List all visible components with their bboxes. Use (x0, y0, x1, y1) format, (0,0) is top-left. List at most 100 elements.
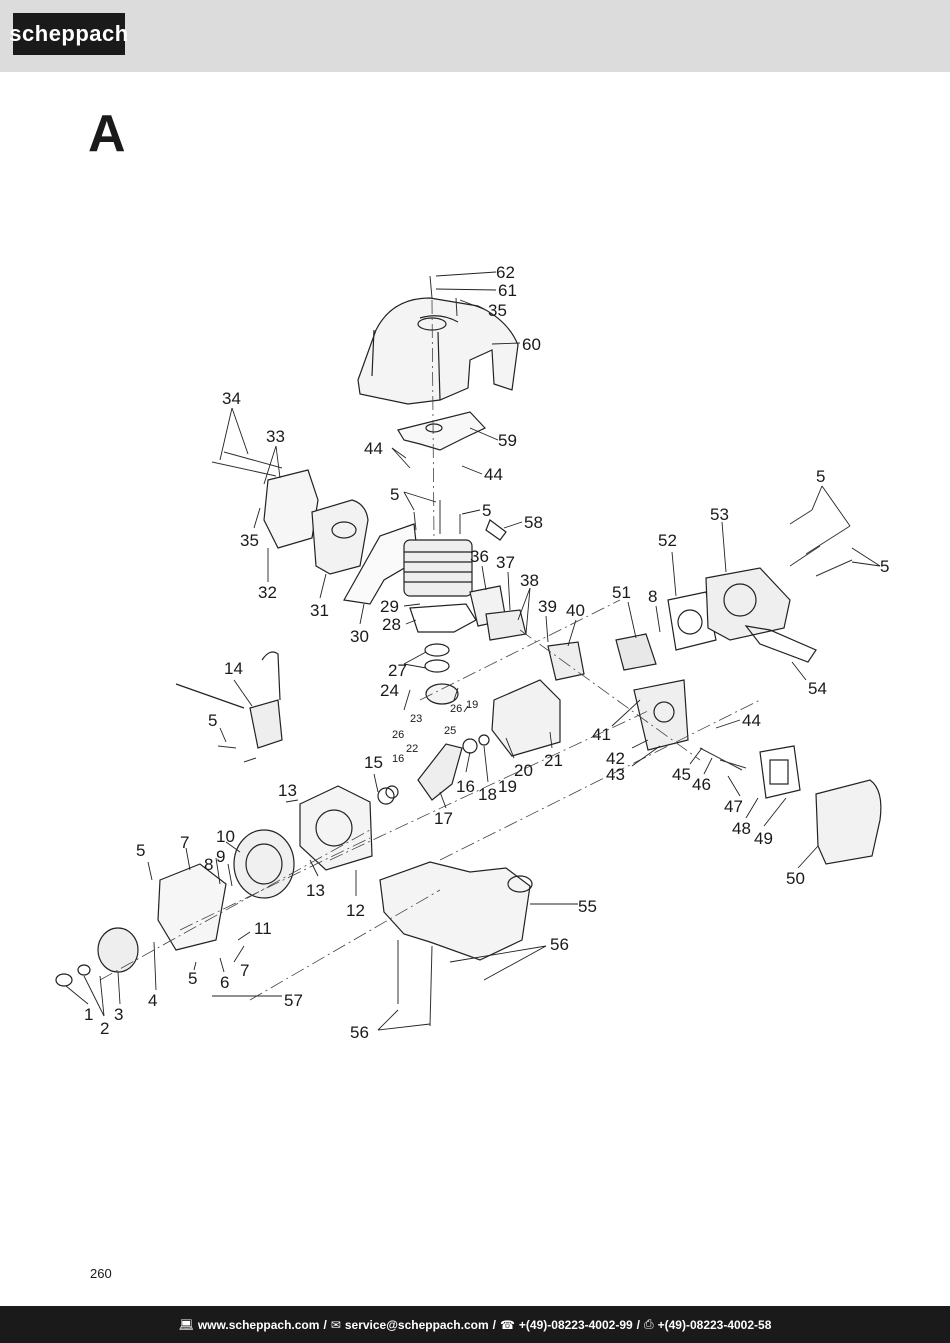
callout-5: 5 (208, 711, 217, 730)
callout-3: 3 (114, 1005, 123, 1024)
callout-9: 9 (216, 847, 225, 866)
callout-15: 15 (364, 753, 383, 772)
fax-icon: ⎙ (644, 1317, 654, 1331)
callout-7: 7 (180, 833, 189, 852)
page-number: 260 (90, 1266, 112, 1281)
callout-1: 1 (84, 1005, 93, 1024)
callout-48: 48 (732, 819, 751, 838)
callout-5: 5 (390, 485, 399, 504)
callout-11: 11 (254, 919, 272, 938)
callout-13: 13 (306, 881, 325, 900)
callout-39: 39 (538, 597, 557, 616)
callout-12: 12 (346, 901, 365, 920)
header-band (0, 0, 950, 72)
diagram-drawing (55, 297, 882, 987)
callout-56: 56 (550, 935, 569, 954)
footer-website-link[interactable]: www.scheppach.com (197, 1317, 320, 1332)
callout-60: 60 (522, 335, 541, 354)
callout-57: 57 (284, 991, 303, 1010)
callout-53: 53 (710, 505, 729, 524)
callout-58: 58 (524, 513, 543, 532)
footer-separator: / (636, 1317, 641, 1332)
callout-8: 8 (204, 855, 213, 874)
callout-4: 4 (148, 991, 157, 1010)
callout-16: 16 (392, 753, 404, 765)
callout-42: 42 (606, 749, 625, 768)
callout-16: 16 (456, 777, 475, 796)
callout-29: 29 (380, 597, 399, 616)
footer-phone: +(49)-08223-4002-99 (518, 1317, 633, 1332)
callout-47: 47 (724, 797, 743, 816)
assembly-axes (99, 299, 761, 1001)
callout-18: 18 (478, 785, 497, 804)
callout-5: 5 (816, 467, 825, 486)
callout-26: 26 (392, 729, 404, 741)
callout-5: 5 (880, 557, 889, 576)
callout-44: 44 (484, 465, 503, 484)
envelope-icon: ✉︎ (330, 1317, 341, 1332)
callout-54: 54 (808, 679, 827, 698)
callout-26: 26 (450, 703, 462, 715)
callout-44: 44 (364, 439, 383, 458)
callout-19: 19 (466, 699, 478, 711)
callout-35: 35 (240, 531, 259, 550)
callout-31: 31 (310, 601, 329, 620)
callout-41: 41 (592, 725, 611, 744)
callout-46: 46 (692, 775, 711, 794)
footer-fax: +(49)-08223-4002-58 (657, 1317, 772, 1332)
brand-logo: scheppach (9, 13, 128, 55)
fastener-lines (211, 275, 853, 1027)
leader-lines (65, 271, 881, 1031)
callout-38: 38 (520, 571, 539, 590)
callout-25: 25 (444, 725, 456, 737)
callout-37: 37 (496, 553, 515, 572)
callout-62: 62 (496, 263, 515, 282)
callout-59: 59 (498, 431, 517, 450)
callout-44: 44 (742, 711, 761, 730)
callout-56: 56 (350, 1023, 369, 1042)
footer-bar: 💻︎ www.scheppach.com / ✉︎ service@schepp… (0, 1306, 950, 1343)
callout-23: 23 (410, 713, 422, 725)
section-letter: A (88, 105, 126, 163)
phone-icon: ☎︎ (499, 1317, 515, 1332)
callout-28: 28 (382, 615, 401, 634)
callout-34: 34 (222, 389, 241, 408)
callout-13: 13 (278, 781, 297, 800)
callout-24: 24 (380, 681, 399, 700)
footer-separator: / (492, 1317, 496, 1332)
callout-45: 45 (672, 765, 691, 784)
callout-numbers: 62 61 35 60 59 44 44 34 33 35 32 31 30 5… (84, 263, 889, 1042)
callout-40: 40 (566, 601, 585, 620)
callout-2: 2 (100, 1019, 109, 1038)
callout-20: 20 (514, 761, 533, 780)
callout-50: 50 (786, 869, 805, 888)
callout-30: 30 (350, 627, 369, 646)
callout-51: 51 (612, 583, 631, 602)
callout-6: 6 (220, 973, 229, 992)
callout-61: 61 (498, 281, 517, 300)
callout-5: 5 (136, 841, 145, 860)
callout-52: 52 (658, 531, 677, 550)
callout-19: 19 (498, 777, 517, 796)
computer-icon: 💻︎ (178, 1317, 194, 1332)
callout-21: 21 (544, 751, 563, 770)
callout-27: 27 (388, 661, 407, 680)
callout-43: 43 (606, 765, 625, 784)
callout-32: 32 (258, 583, 277, 602)
callout-7: 7 (240, 961, 249, 980)
callout-33: 33 (266, 427, 285, 446)
callout-55: 55 (578, 897, 597, 916)
footer-separator: / (323, 1317, 327, 1332)
callout-5: 5 (482, 501, 491, 520)
callout-10: 10 (216, 827, 235, 846)
callout-5: 5 (188, 969, 197, 988)
callout-49: 49 (754, 829, 773, 848)
brand-logo-text: scheppach (9, 21, 129, 46)
callout-36: 36 (470, 547, 489, 566)
callout-35: 35 (488, 301, 507, 320)
callout-8: 8 (648, 587, 657, 606)
footer-email-link[interactable]: service@scheppach.com (344, 1317, 489, 1332)
callout-17: 17 (434, 809, 453, 828)
callout-14: 14 (224, 659, 243, 678)
